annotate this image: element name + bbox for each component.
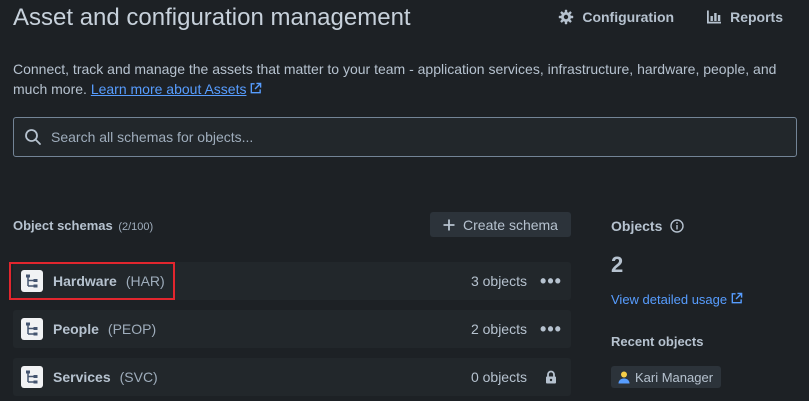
schema-tree-icon bbox=[21, 366, 43, 388]
schema-row-services[interactable]: Services (SVC) 0 objects bbox=[13, 358, 571, 396]
reports-button[interactable]: Reports bbox=[706, 9, 783, 25]
schema-row-people[interactable]: People (PEOP) 2 objects ••• bbox=[13, 310, 571, 348]
more-icon[interactable]: ••• bbox=[540, 271, 562, 291]
info-icon[interactable] bbox=[670, 219, 685, 233]
view-detailed-usage-link[interactable]: View detailed usage bbox=[611, 292, 743, 307]
person-icon bbox=[618, 371, 630, 384]
recent-object-label: Kari Manager bbox=[635, 369, 714, 385]
schema-name: People bbox=[53, 321, 99, 337]
schema-name: Hardware bbox=[53, 273, 117, 289]
schema-object-count: 0 objects bbox=[470, 369, 527, 385]
search-input[interactable] bbox=[51, 118, 796, 156]
learn-more-label: Learn more about Assets bbox=[90, 81, 247, 97]
objects-count: 2 bbox=[611, 252, 624, 277]
header-actions: Configuration Reports bbox=[558, 9, 783, 25]
configuration-button[interactable]: Configuration bbox=[558, 9, 674, 25]
external-link-icon bbox=[251, 82, 262, 94]
schema-tree-icon bbox=[21, 270, 43, 292]
schema-tree-icon bbox=[21, 318, 43, 340]
schema-row-hardware[interactable]: Hardware (HAR) 3 objects ••• bbox=[13, 262, 571, 300]
schema-key: (SVC) bbox=[119, 369, 158, 385]
schema-object-count: 3 objects bbox=[470, 273, 527, 289]
external-link-icon bbox=[731, 292, 743, 304]
create-schema-label: Create schema bbox=[463, 216, 558, 233]
description-text: Connect, track and manage the assets tha… bbox=[13, 61, 777, 97]
schema-object-count: 2 objects bbox=[470, 321, 527, 337]
page-description: Connect, track and manage the assets tha… bbox=[13, 59, 788, 99]
object-schemas-count: (2/100) bbox=[118, 221, 154, 233]
learn-more-link[interactable]: Learn more about Assets bbox=[91, 81, 263, 97]
bar-chart-icon bbox=[707, 10, 722, 24]
more-icon[interactable]: ••• bbox=[540, 319, 562, 339]
search-icon bbox=[25, 129, 41, 145]
configuration-label: Configuration bbox=[582, 9, 675, 25]
lock-icon bbox=[546, 370, 556, 384]
object-schemas-title: Object schemas bbox=[13, 218, 113, 233]
search-box[interactable] bbox=[13, 117, 797, 157]
objects-title: Objects bbox=[611, 218, 663, 234]
reports-label: Reports bbox=[730, 9, 783, 25]
recent-objects-title: Recent objects bbox=[611, 334, 704, 349]
create-schema-button[interactable]: Create schema bbox=[430, 212, 571, 237]
recent-object-chip[interactable]: Kari Manager bbox=[611, 366, 722, 388]
page-title: Asset and configuration management bbox=[13, 4, 411, 31]
gear-icon bbox=[559, 9, 574, 25]
usage-link-label: View detailed usage bbox=[611, 292, 728, 307]
plus-icon bbox=[443, 219, 455, 230]
schema-name: Services bbox=[53, 369, 111, 385]
schema-key: (HAR) bbox=[125, 273, 165, 289]
schema-key: (PEOP) bbox=[107, 321, 157, 337]
object-schemas-heading: Object schemas (2/100) bbox=[13, 218, 153, 233]
objects-panel-title: Objects bbox=[611, 218, 685, 234]
